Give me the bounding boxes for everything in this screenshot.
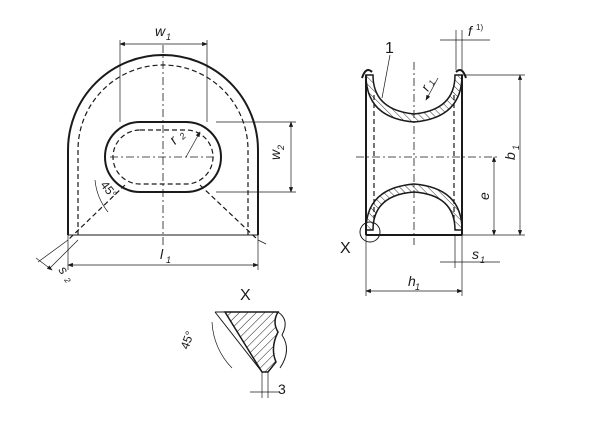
label-b1-sub: 1 [511, 145, 521, 150]
front-outer-contour [67, 54, 259, 235]
r1-leader [425, 77, 439, 101]
oval-opening-inner [112, 129, 214, 185]
detail-x-circle [359, 221, 381, 243]
label-w2: w [267, 149, 283, 160]
label-l1-sub: 1 [166, 255, 171, 265]
detail-chamfer-guide [214, 311, 263, 373]
detail-break-line [277, 311, 287, 369]
top-left-lip [361, 69, 373, 79]
right-chamfer-ext [257, 239, 267, 245]
label-e: e [476, 192, 492, 200]
oval-opening-outer [104, 121, 222, 193]
label-f: f [468, 23, 474, 39]
label-b1: b [502, 152, 518, 160]
r2-leader [185, 131, 201, 158]
front-view [35, 40, 296, 271]
label-h1: h [408, 273, 416, 289]
label-detail-title: X [240, 287, 251, 304]
label-angle-detail: 45° [178, 329, 197, 351]
label-s1-sub: 1 [480, 255, 485, 265]
label-s2-sub: 2 [62, 275, 73, 285]
detail-angle-arc [211, 321, 233, 369]
item1-leader [381, 54, 391, 99]
label-r1: r [418, 82, 433, 94]
left-chamfer-line [67, 184, 126, 241]
detail-x-view [211, 311, 287, 398]
bottom-saddle [365, 183, 463, 231]
label-detail-mark: X [340, 240, 351, 257]
label-w1: w [155, 23, 166, 39]
label-gap: 3 [278, 381, 286, 397]
detail-section [223, 311, 280, 373]
label-r2-sub: 2 [177, 131, 188, 142]
label-f-sup: 1) [476, 23, 483, 32]
label-w2-sub: 2 [276, 145, 286, 151]
label-h1-sub: 1 [415, 282, 420, 292]
label-item1: 1 [385, 40, 394, 57]
label-r1-sub: 1 [427, 79, 437, 87]
left-chamfer-ext [37, 239, 69, 263]
angle-45-arc [94, 179, 109, 213]
top-right-lip [455, 69, 467, 79]
label-l1: l [160, 246, 164, 262]
right-chamfer-line [199, 184, 259, 241]
side-view [356, 30, 525, 296]
left-chamfer-ext2 [49, 239, 79, 269]
label-w1-sub: 1 [166, 32, 171, 42]
label-s1: s [472, 246, 479, 262]
s2-dim-line [35, 257, 53, 271]
